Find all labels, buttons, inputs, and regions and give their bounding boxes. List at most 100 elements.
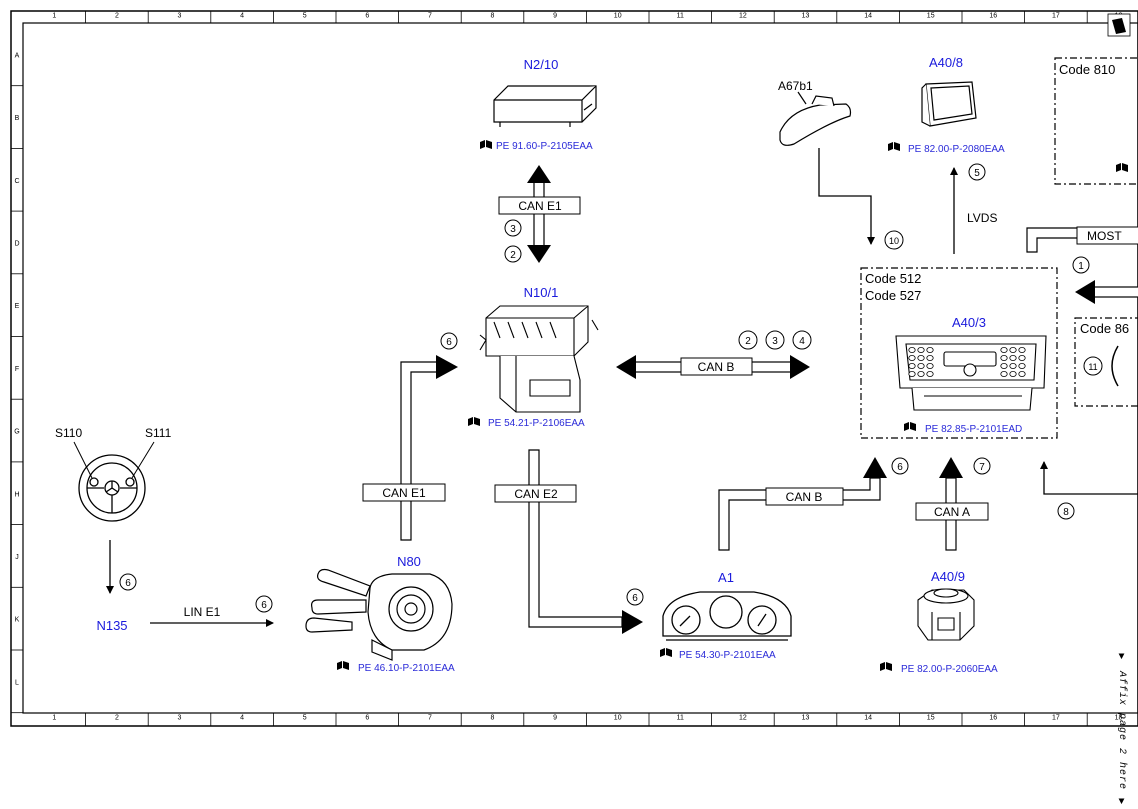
n2-10-ref: PE 91.60-P-2105EAA (496, 141, 593, 152)
svg-text:2: 2 (745, 336, 751, 347)
head-unit-button (908, 370, 916, 377)
marker-3-top: 3 (504, 219, 522, 237)
svg-text:5: 5 (974, 168, 980, 179)
marker-11: 11 (1083, 356, 1103, 376)
a40-8-display-icon (921, 81, 977, 127)
ref-book-icon (888, 142, 900, 151)
grid-row-label: H (14, 491, 19, 498)
a40-3-head-unit-icon (895, 335, 1047, 411)
grid-column-label: 6 (365, 13, 369, 20)
code-527-label: Code 527 (865, 288, 921, 303)
grid-column-label: 11 (677, 13, 684, 20)
can-e2-label: CAN E2 (514, 487, 558, 501)
can-e1-top-label: CAN E1 (518, 199, 562, 213)
ref-book-icon (660, 648, 672, 657)
grid-column-label: 13 (802, 13, 810, 20)
grid-column-label: 9 (553, 13, 557, 20)
n10-1-fuse-box-icon (479, 305, 599, 413)
grid-labels: 1122334455667788991010111112121313141415… (14, 13, 1122, 722)
ref-book-icon (337, 661, 349, 670)
grid-column-label: 1 (52, 13, 56, 20)
a67b1-code: A67b1 (778, 79, 813, 93)
s111-code: S111 (145, 426, 172, 440)
a40-3-ref: PE 82.85-P-2101EAD (925, 424, 1022, 435)
grid-row-label: C (14, 178, 19, 185)
grid-column-label: 17 (1052, 715, 1060, 722)
grid-column-label: 18 (1115, 715, 1123, 722)
grid-column-label: 12 (739, 715, 747, 722)
grid-column-label: 11 (677, 715, 684, 722)
code-810-label: Code 810 (1059, 62, 1115, 77)
can-e1-top-bus (498, 165, 581, 263)
grid-column-label: 16 (989, 715, 997, 722)
marker-6-sw: 6 (119, 573, 137, 591)
code-86-box (1074, 317, 1138, 407)
steering-wheel-icon (73, 441, 155, 522)
grid-row-label: B (15, 115, 20, 122)
head-unit-button (1018, 370, 1026, 377)
s110-code: S110 (55, 426, 82, 440)
a67b1-mirror-camera-icon (779, 91, 852, 146)
a40-8-ref: PE 82.00-P-2080EAA (908, 144, 1005, 155)
marker-6-e2: 6 (626, 588, 644, 606)
affix-page-note: ▼ Affix page 2 here ▼ (1116, 652, 1127, 809)
can-a-bus (915, 457, 989, 551)
right-bus-arrow (1075, 280, 1138, 304)
head-unit-button (917, 362, 925, 369)
marker-2-mid: 2 (738, 330, 758, 350)
svg-text:4: 4 (799, 336, 805, 347)
svg-text:11: 11 (1088, 362, 1097, 372)
frame (10, 10, 1138, 727)
can-b-mid-bus (616, 355, 810, 379)
grid-row-label: D (14, 240, 19, 247)
corner-logo-icon (1107, 13, 1131, 37)
can-e1-left-label: CAN E1 (382, 486, 426, 500)
grid-column-label: 12 (739, 13, 747, 20)
n80-ref: PE 46.10-P-2101EAA (358, 663, 455, 674)
head-unit-button (926, 370, 934, 377)
grid-row-label: L (15, 679, 19, 686)
head-unit-button (917, 354, 925, 361)
grid-column-label: 2 (115, 715, 119, 722)
marker-8: 8 (1057, 502, 1075, 520)
grid-column-label: 15 (927, 13, 935, 20)
svg-text:6: 6 (261, 600, 267, 611)
svg-text:2: 2 (510, 250, 516, 261)
can-b-low-bus (718, 457, 887, 551)
n10-1-ref: PE 54.21-P-2106EAA (488, 418, 585, 429)
grid-column-label: 8 (491, 13, 495, 20)
head-unit-button (917, 346, 925, 353)
n80-code: N80 (397, 554, 421, 569)
grid-column-label: 4 (240, 715, 244, 722)
code-86-label: Code 86 (1080, 321, 1129, 336)
code-512-label: Code 512 (865, 271, 921, 286)
grid-row-label: G (14, 429, 19, 436)
grid-column-label: 4 (240, 13, 244, 20)
grid-column-label: 16 (989, 13, 997, 20)
head-unit-button (908, 354, 916, 361)
a40-9-controller-icon (917, 588, 975, 641)
head-unit-button (1009, 346, 1017, 353)
can-a-label: CAN A (934, 505, 970, 519)
marker-5: 5 (968, 163, 986, 181)
can-e2-bus (494, 449, 643, 634)
head-unit-button (1000, 362, 1008, 369)
ref-book-icon (480, 140, 492, 149)
grid-column-label: 17 (1052, 13, 1060, 20)
marker-10: 10 (884, 230, 904, 250)
a67b1-signal-line (818, 148, 875, 245)
head-unit-button (926, 354, 934, 361)
grid-column-label: 10 (614, 715, 622, 722)
svg-text:6: 6 (897, 462, 903, 473)
grid-column-label: 7 (428, 715, 432, 722)
n2-10-code: N2/10 (524, 57, 559, 72)
n80-steering-column-module-icon (305, 568, 453, 661)
n135-code: N135 (96, 618, 127, 633)
ref-book-icon (468, 417, 480, 426)
a40-3-code: A40/3 (952, 315, 986, 330)
code-512-527-box (860, 267, 1058, 439)
grid-column-label: 9 (553, 715, 557, 722)
grid-column-label: 14 (864, 13, 872, 20)
grid-column-label: 5 (303, 13, 307, 20)
n2-10-module-icon (493, 85, 597, 127)
